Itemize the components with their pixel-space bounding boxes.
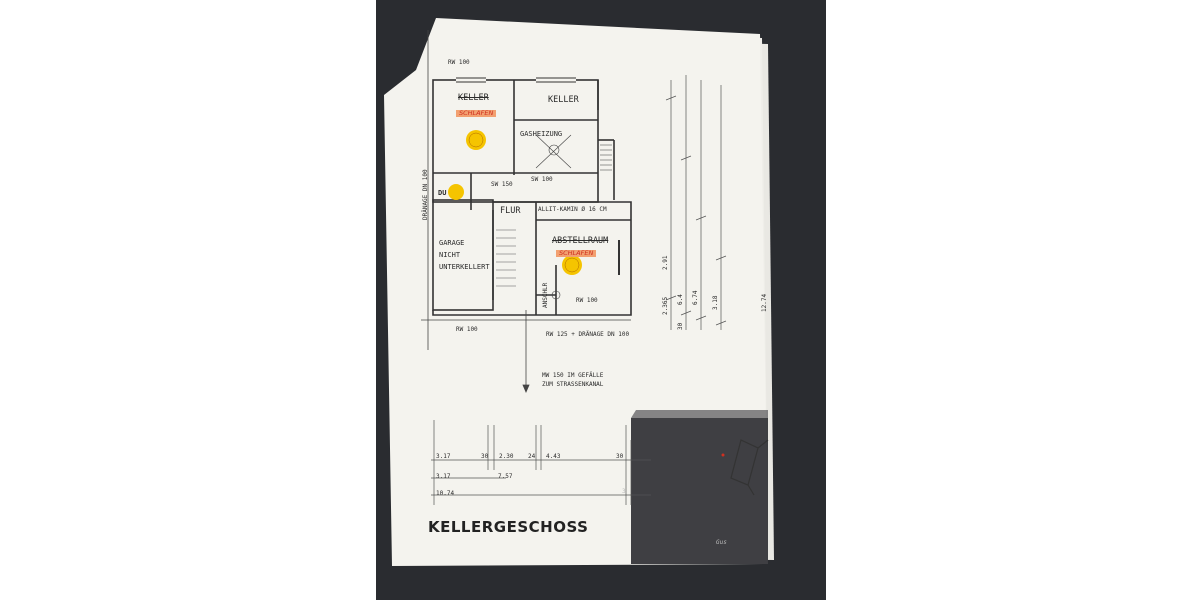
room-gasheizung: GASHEIZUNG xyxy=(520,130,563,138)
handwritten-schlafen-1: SCHLAFEN xyxy=(456,110,497,117)
dim-right-7: 30 xyxy=(677,322,684,330)
room-keller-right: KELLER xyxy=(548,95,579,105)
note-rw100-top: RW 100 xyxy=(448,59,470,66)
room-garage-line1: GARAGE xyxy=(439,239,465,247)
dim-bottom-3: 2.30 xyxy=(499,453,514,460)
dim-bottom-8: 7.57 xyxy=(498,473,513,480)
dim-bottom-1: 3.17 xyxy=(436,453,451,460)
room-keller-left: KELLER xyxy=(458,93,489,103)
dim-bottom-4: 24 xyxy=(528,453,536,460)
handwritten-schlafen-2: SCHLAFEN xyxy=(556,250,597,257)
dim-bottom-2: 30 xyxy=(481,453,489,460)
note-rw100-small: RW 100 xyxy=(576,297,598,304)
dim-right-4: 3.18 xyxy=(712,295,719,310)
room-garage-line2: NICHT xyxy=(439,251,461,259)
dim-right-2: 6.4 xyxy=(677,294,684,305)
room-anschlr: ANSCHLR xyxy=(542,282,549,308)
dim-bottom-9: 10.74 xyxy=(436,490,455,497)
note-rw125: RW 125 + DRÄNAGE DN 100 xyxy=(546,331,630,338)
room-abstellraum: ABSTELLRAUM xyxy=(552,236,609,246)
note-mw150-line2: ZUM STRASSENKANAL xyxy=(542,381,604,388)
paper-sheet xyxy=(384,18,774,566)
note-drainage-left: DRÄNAGE DN 100 xyxy=(422,169,429,220)
dim-right-6: 2.91 xyxy=(662,255,669,270)
dim-bottom-5: 4.43 xyxy=(546,453,561,460)
room-garage-line3: UNTERKELLERT xyxy=(439,263,490,271)
dim-right-5: 12.74 xyxy=(761,293,768,312)
handwritten-signature: Gus xyxy=(716,539,727,546)
note-mw150-line1: MW 150 IM GEFÄLLE xyxy=(542,372,604,379)
dim-bottom-10: 3 xyxy=(622,488,626,495)
note-rw100-bottom: RW 100 xyxy=(456,326,478,333)
photo: KELLER KELLER GASHEIZUNG FLUR DU ABSTELL… xyxy=(376,0,826,600)
note-sw150: SW 150 xyxy=(491,181,513,188)
dim-right-1: 2.365 xyxy=(662,296,669,315)
note-sw100: SW 100 xyxy=(531,176,553,183)
room-flur: FLUR xyxy=(500,206,521,216)
plan-title: KELLERGESCHOSS xyxy=(428,518,589,536)
note-kamin: ALLIT-KAMIN Ø 16 CM xyxy=(538,206,607,213)
dim-right-3: 6.74 xyxy=(692,290,699,305)
dim-bottom-6: 30 xyxy=(616,453,624,460)
room-du: DU xyxy=(438,189,447,197)
dim-bottom-7: 3.17 xyxy=(436,473,451,480)
